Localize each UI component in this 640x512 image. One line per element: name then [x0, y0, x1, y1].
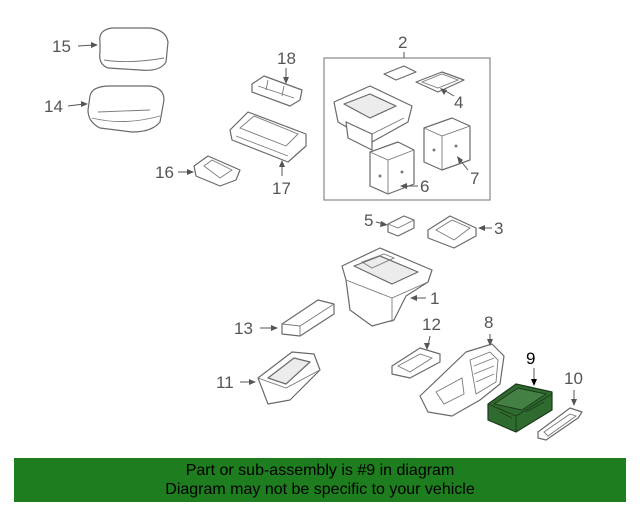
callout-2-label: 2: [398, 33, 407, 52]
part-6-storage-bin[interactable]: [369, 141, 415, 195]
callout-9-label: 9: [526, 349, 535, 368]
callout-16-label: 16: [155, 163, 174, 182]
callout-13: 13: [234, 319, 278, 338]
callout-1: 1: [410, 289, 439, 308]
callout-3: 3: [478, 219, 503, 238]
callout-6-label: 6: [420, 177, 429, 196]
callout-4: 4: [440, 88, 463, 112]
callout-13-label: 13: [234, 319, 253, 338]
callout-16: 16: [155, 163, 194, 182]
callout-9: 9: [526, 349, 537, 386]
part-5-clip[interactable]: [387, 215, 415, 237]
part-10-trim-panel[interactable]: [537, 407, 583, 441]
part-8-rear-panel[interactable]: [419, 343, 505, 417]
callout-18-label: 18: [277, 49, 296, 68]
callout-17: 17: [272, 160, 291, 198]
callout-3-label: 3: [494, 219, 503, 238]
banner-line-2: Diagram may not be specific to your vehi…: [165, 481, 475, 498]
callout-12: 12: [422, 315, 441, 350]
part-4-insert-pad[interactable]: [415, 71, 465, 93]
subassembly-2-box: [323, 57, 491, 201]
part-14-armrest-lid[interactable]: [87, 85, 165, 133]
callout-4-label: 4: [454, 93, 463, 112]
part-11-storage-pocket[interactable]: [257, 351, 321, 405]
callout-7-label: 7: [470, 169, 479, 188]
callout-12-label: 12: [422, 315, 441, 334]
callout-8-label: 8: [484, 313, 493, 332]
part-13-duct[interactable]: [281, 299, 335, 337]
callout-10: 10: [564, 369, 583, 406]
callout-10-label: 10: [564, 369, 583, 388]
callout-17-label: 17: [272, 179, 291, 198]
callout-15-label: 15: [52, 37, 71, 56]
part-3-tray-mat[interactable]: [427, 215, 477, 249]
part-2-small-pad: [383, 65, 417, 81]
callout-7: 7: [457, 156, 479, 188]
callout-6: 6: [400, 177, 429, 196]
part-18-bracket[interactable]: [251, 75, 303, 107]
callout-15: 15: [52, 37, 98, 56]
callout-11: 11: [216, 373, 256, 392]
callout-2: 2: [398, 33, 407, 58]
callout-8: 8: [484, 313, 493, 346]
part-7-storage-bin[interactable]: [423, 117, 471, 171]
banner-line-1: Part or sub-assembly is #9 in diagram: [185, 462, 455, 479]
vehicle-fit-notice-banner: Part or sub-assembly is #9 in diagram Di…: [14, 458, 626, 502]
parts-diagram: 15 14 18 17 16: [44, 27, 583, 441]
part-12-panel[interactable]: [391, 347, 441, 379]
callout-18: 18: [277, 49, 296, 84]
part-1-console-body[interactable]: [341, 247, 433, 327]
callout-1-label: 1: [430, 289, 439, 308]
callout-5-label: 5: [364, 211, 373, 230]
callout-5: 5: [364, 211, 388, 230]
part-9-rear-bin-highlighted[interactable]: [487, 383, 553, 433]
callout-14-label: 14: [44, 97, 63, 116]
part-17-armrest-base[interactable]: [229, 111, 307, 163]
callout-11-label: 11: [216, 373, 234, 392]
part-16-hinge-plate[interactable]: [193, 155, 241, 187]
callout-14: 14: [44, 97, 88, 116]
part-15-armrest-cover[interactable]: [99, 27, 169, 71]
part-2-cupholder-insert[interactable]: [333, 85, 413, 151]
